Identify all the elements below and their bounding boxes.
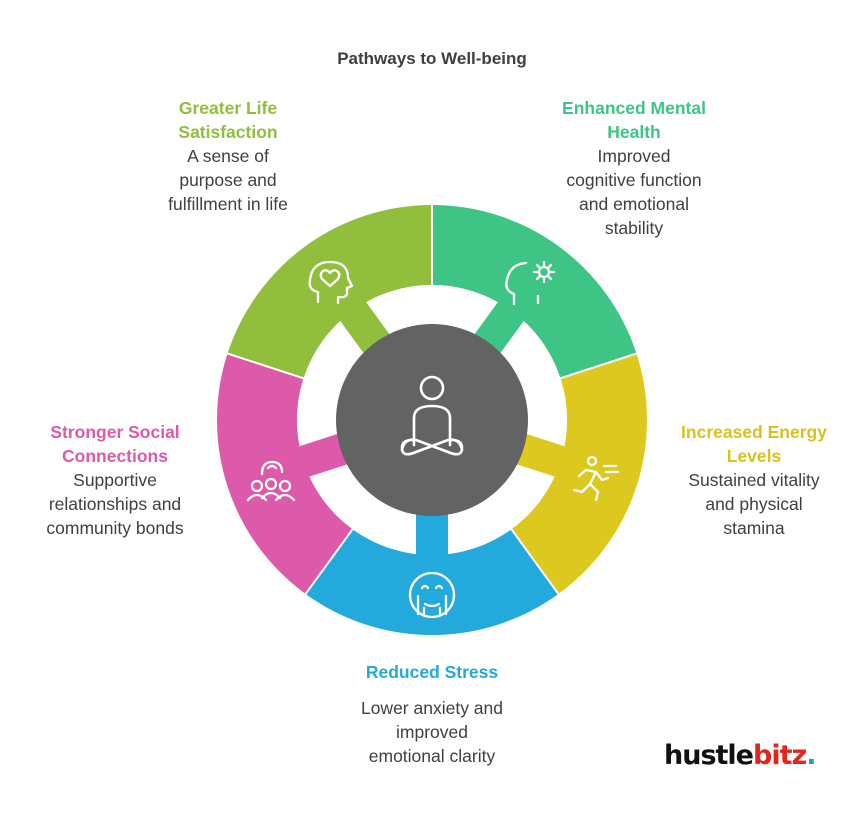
- desc-line: Sustained vitality: [688, 470, 820, 490]
- heading-line: Enhanced Mental: [562, 98, 706, 118]
- head-heart-icon: [308, 260, 354, 305]
- ring-segment-energy: [511, 353, 648, 594]
- callout-heading: Increased Energy Levels: [662, 420, 846, 468]
- desc-line: community bonds: [46, 518, 184, 538]
- desc-line: Improved: [597, 146, 671, 166]
- meditating-person-icon: [400, 375, 464, 456]
- heading-line: Greater Life: [178, 98, 278, 118]
- callout-description: A sense of purpose and fulfillment in li…: [138, 144, 318, 216]
- callout-reduced-stress: Reduced Stress Lower anxiety and improve…: [320, 660, 544, 768]
- desc-line: A sense of: [187, 146, 269, 166]
- heading-line: Satisfaction: [178, 122, 278, 142]
- heading-line: Increased Energy: [681, 422, 827, 442]
- segment-divider: [558, 351, 639, 380]
- callout-description: Supportive relationships and community b…: [10, 468, 220, 540]
- desc-line: relationships and: [48, 494, 182, 514]
- segment-divider: [509, 527, 561, 597]
- brand-part-1: hustle: [664, 740, 754, 771]
- callout-description: Improved cognitive function and emotiona…: [544, 144, 724, 240]
- head-gear-icon: [505, 260, 556, 306]
- callout-enhanced-mental-health: Enhanced Mental Health Improved cognitiv…: [544, 96, 724, 240]
- desc-line: and emotional: [579, 194, 689, 214]
- heading-line: Connections: [62, 446, 168, 466]
- connector-social: [296, 433, 350, 478]
- callout-heading: Enhanced Mental Health: [544, 96, 724, 144]
- desc-line: and physical: [705, 494, 803, 514]
- callout-description: Lower anxiety and improved emotional cla…: [320, 696, 544, 768]
- callout-description: Sustained vitality and physical stamina: [662, 468, 846, 540]
- heading-line: Stronger Social: [50, 422, 180, 442]
- desc-line: fulfillment in life: [168, 194, 288, 214]
- callout-heading: Greater Life Satisfaction: [138, 96, 318, 144]
- callout-greater-life-satisfaction: Greater Life Satisfaction A sense of pur…: [138, 96, 318, 216]
- ring-segment-stress: [305, 529, 559, 636]
- people-group-icon: [246, 460, 296, 502]
- desc-line: stability: [604, 218, 664, 238]
- heading-line: Levels: [726, 446, 782, 466]
- desc-line: improved: [396, 722, 468, 742]
- ring-segment-mental: [432, 205, 637, 379]
- connector-stress: [416, 512, 448, 557]
- relieved-face-icon: [408, 571, 456, 619]
- center-hub: [336, 324, 528, 516]
- brand-dot: .: [806, 740, 816, 771]
- ring-segment-life: [227, 205, 432, 379]
- brand-part-2: bitz: [753, 740, 807, 771]
- heading-line: Reduced Stress: [365, 662, 499, 682]
- hustlebitz-logo: hustlebitz.: [664, 740, 817, 771]
- desc-line: cognitive function: [566, 170, 702, 190]
- desc-line: emotional clarity: [368, 746, 496, 766]
- desc-line: stamina: [723, 518, 785, 538]
- ring-segment-social: [216, 353, 353, 594]
- connector-energy: [514, 433, 568, 478]
- callout-heading: Stronger Social Connections: [10, 420, 220, 468]
- diagram-title: Pathways to Well-being: [337, 49, 527, 68]
- desc-line: Lower anxiety and: [360, 698, 504, 718]
- callout-heading: Reduced Stress: [320, 660, 544, 684]
- callout-increased-energy-levels: Increased Energy Levels Sustained vitali…: [662, 420, 846, 540]
- running-person-icon: [572, 455, 620, 502]
- desc-line: purpose and: [179, 170, 277, 190]
- segment-divider: [303, 527, 355, 597]
- heading-line: Health: [607, 122, 661, 142]
- segment-divider: [225, 351, 306, 380]
- desc-line: Supportive: [73, 470, 157, 490]
- callout-stronger-social-connections: Stronger Social Connections Supportive r…: [10, 420, 220, 540]
